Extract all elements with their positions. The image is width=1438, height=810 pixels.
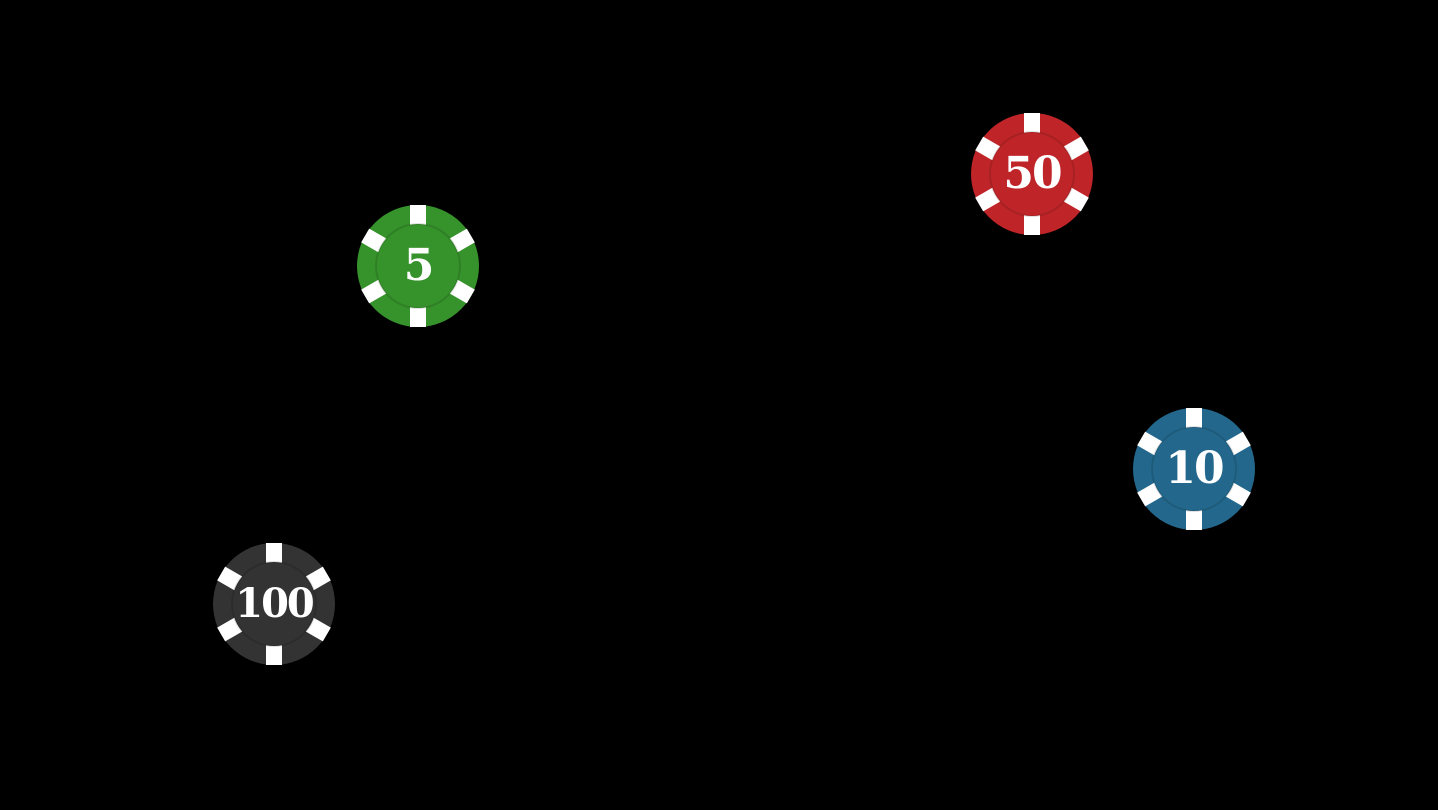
chip-10[interactable]: 10: [1133, 408, 1255, 530]
chip-inner: [231, 561, 317, 647]
chip-stripe: [305, 566, 331, 591]
chip-stripe: [305, 617, 331, 642]
chip-stripe: [1024, 215, 1040, 235]
chip-value: 10: [1165, 443, 1224, 494]
chip-inner: [1151, 426, 1237, 512]
chip-100[interactable]: 100: [213, 543, 335, 665]
chip-stripe: [975, 136, 1001, 161]
chip-stripe: [975, 187, 1001, 212]
chip-stripe: [1137, 431, 1163, 456]
chip-stripe: [1063, 136, 1089, 161]
chip-5[interactable]: 5: [357, 205, 479, 327]
chip-stripe: [449, 279, 475, 304]
chip-stripe: [1186, 510, 1202, 530]
chip-stripe: [1137, 482, 1163, 507]
chip-stripe: [266, 645, 282, 665]
chip-stripe: [1186, 408, 1202, 428]
chip-inner: [375, 223, 461, 309]
chip-stripe: [361, 228, 387, 253]
chip-value: 100: [235, 580, 315, 627]
chip-stripe: [1024, 113, 1040, 133]
chip-stripe: [217, 617, 243, 642]
chip-stripe: [1063, 187, 1089, 212]
chip-stripe: [1225, 431, 1251, 456]
chip-inner: [989, 131, 1075, 217]
chip-50[interactable]: 50: [971, 113, 1093, 235]
chip-stripe: [217, 566, 243, 591]
chip-stripe: [266, 543, 282, 563]
chip-stripe: [410, 307, 426, 327]
chip-stripe: [1225, 482, 1251, 507]
chip-stripe: [410, 205, 426, 225]
chip-value: 50: [1003, 148, 1062, 199]
chip-value: 5: [403, 240, 435, 291]
chip-stripe: [449, 228, 475, 253]
chip-stripe: [361, 279, 387, 304]
